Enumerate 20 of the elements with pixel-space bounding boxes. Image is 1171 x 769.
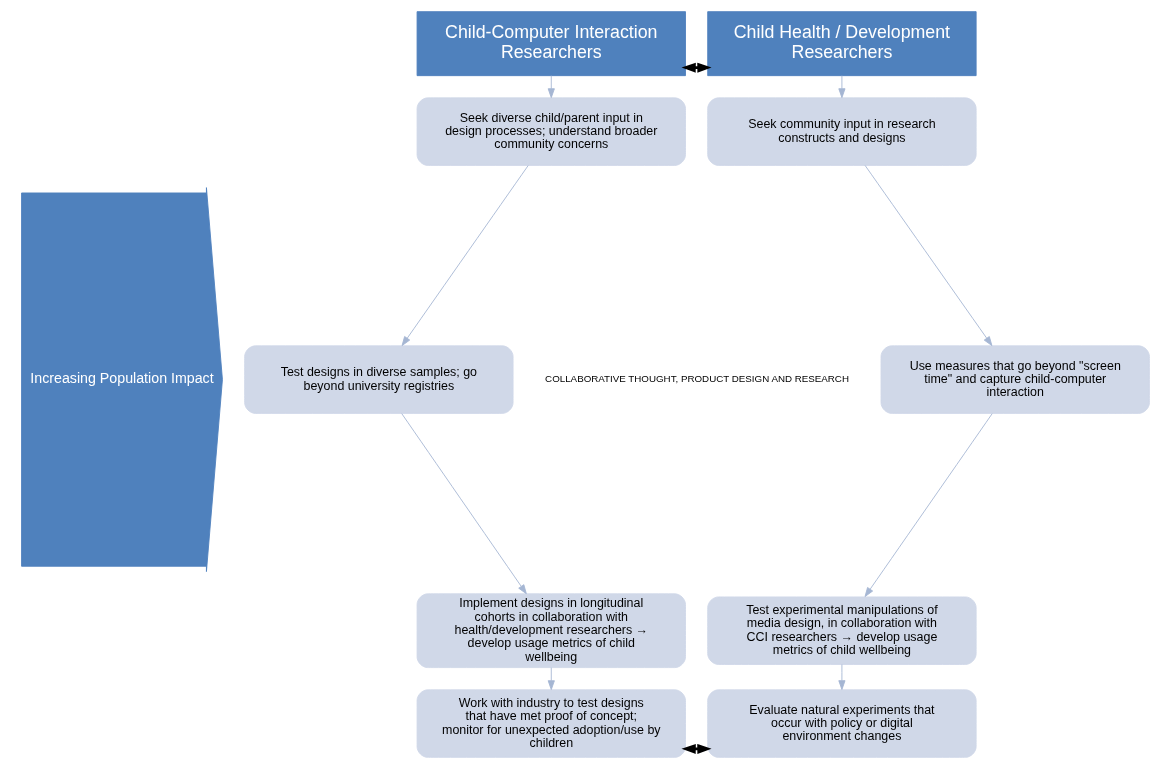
node-box: Evaluate natural experiments that occur with policy or digital environment changes xyxy=(707,689,977,758)
arrow xyxy=(838,664,846,690)
arrow xyxy=(401,413,527,595)
node-box: Test designs in diverse samples; go beyond university registries xyxy=(244,345,514,414)
node-box: Work with industry to test designs that have met proof of concept; monitor for unexpected adoption/use by children xyxy=(416,689,686,758)
node-box: Use measures that go beyond "screen time" and capture child-computer interaction xyxy=(880,345,1150,414)
arrow xyxy=(401,165,529,347)
node-box: Seek community input in research constructs and designs xyxy=(707,97,977,166)
arrow xyxy=(547,75,555,99)
node-box: Test experimental manipulations of media design, in collaboration with CCI researchers → develop usage metrics of child wellbeing xyxy=(707,596,977,665)
arrow xyxy=(681,62,712,73)
node-box: Implement designs in longitudinal cohorts in collaboration with health/development researchers → develop usage metrics of child wellbeing xyxy=(416,593,686,669)
arrow xyxy=(838,75,846,99)
node-box: Seek diverse child/parent input in design processes; understand broader community concerns xyxy=(416,97,686,166)
arrow xyxy=(864,413,993,597)
arrow xyxy=(864,165,993,347)
node-box: Child Health / Development Researchers xyxy=(707,11,977,77)
node-box: Child-Computer Interaction Researchers xyxy=(416,11,686,77)
label: COLLABORATIVE THOUGHT, PRODUCT DESIGN AND RESEARCH xyxy=(545,373,849,385)
arrow xyxy=(547,667,555,691)
